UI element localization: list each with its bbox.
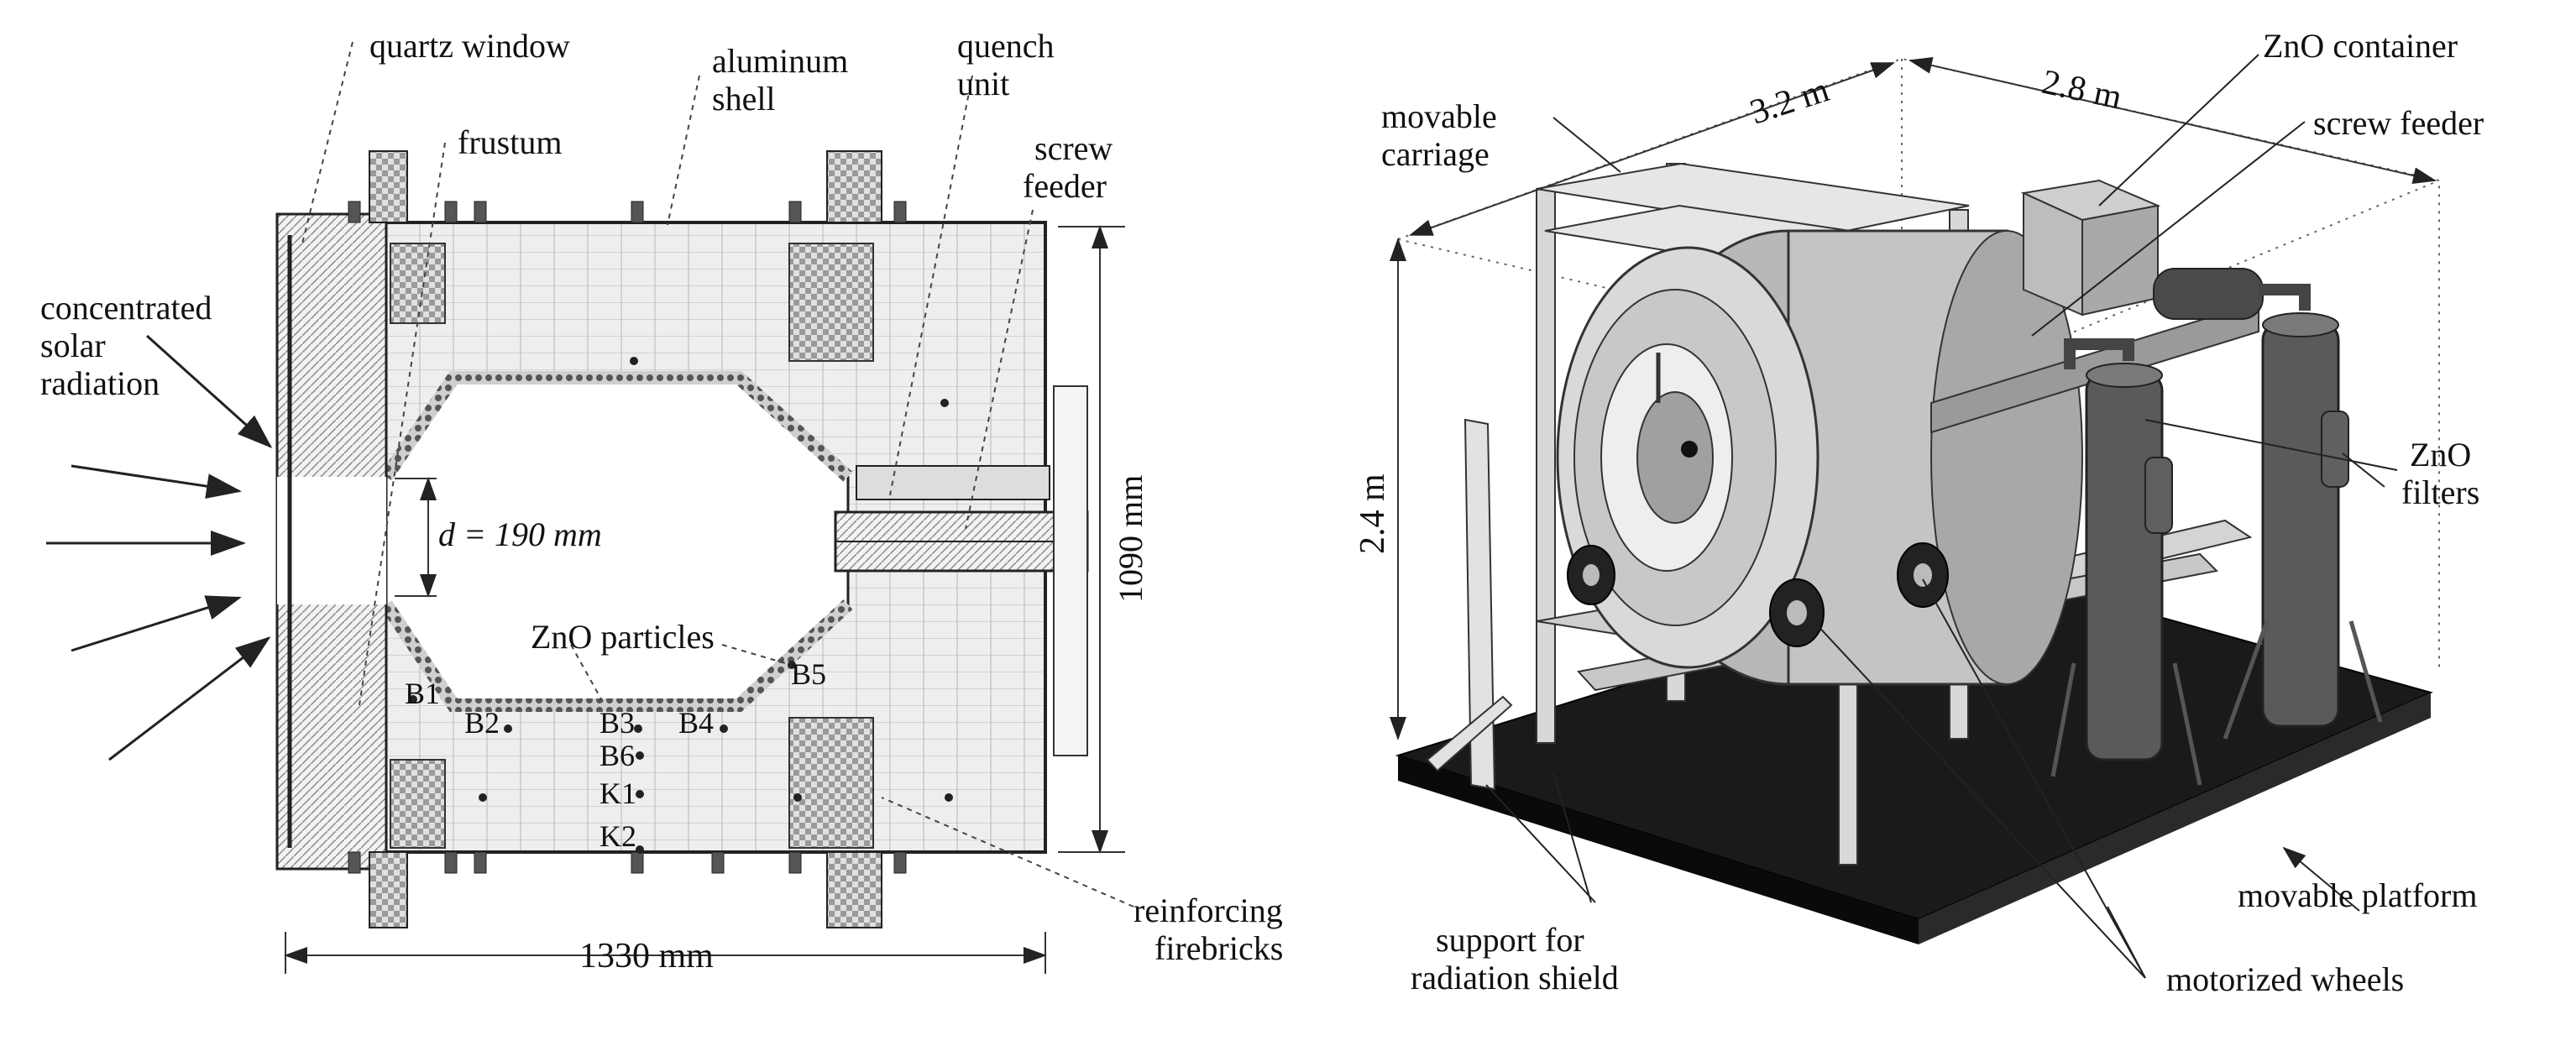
probe-B1: B1 (405, 677, 440, 710)
label-quartz-window: quartz window (369, 27, 570, 65)
radiation-shield-support (1426, 418, 1513, 791)
label-motorized-wheels: motorized wheels (2166, 960, 2404, 998)
label-aperture-diameter: d = 190 mm (438, 515, 602, 553)
label-movable-platform: movable platform (2238, 876, 2477, 914)
label-dimension-height: 2.4 m (1353, 473, 1392, 554)
probe-dots (409, 357, 953, 854)
motorized-wheels (1567, 542, 1949, 647)
firebrick-block-tr (788, 243, 874, 362)
label-frustum: frustum (458, 123, 562, 161)
firebrick-block-br (788, 717, 874, 849)
flange-top-left (369, 150, 408, 223)
platform-edge-side (1919, 693, 2431, 944)
flange-bottom-right (826, 851, 882, 928)
zno-container (2020, 179, 2161, 316)
label-feeder: feeder (1023, 167, 1107, 205)
label-support-for: support for (1436, 921, 1584, 959)
label-reinforcing: reinforcing (1134, 892, 1283, 929)
right-dimension-arrows (1390, 57, 2437, 740)
probe-B6: B6 (599, 739, 635, 772)
right-leader-lines (1485, 54, 2398, 979)
shell-bolts (348, 201, 907, 874)
label-zno-container: ZnO container (2263, 27, 2458, 65)
zno-filters (2050, 284, 2383, 786)
reactor-drum (1556, 229, 2083, 686)
probe-B2: B2 (464, 706, 500, 740)
right-labels: movable carriage 3.2 m 2.8 m 2.4 m ZnO c… (1353, 27, 2484, 998)
aperture-opening (277, 477, 386, 604)
probe-B4: B4 (678, 706, 714, 740)
probe-B5: B5 (791, 657, 826, 691)
probe-K2: K2 (599, 819, 636, 853)
flange-top-right (826, 150, 882, 223)
flange-bottom-left (369, 851, 408, 928)
quench-unit (856, 465, 1050, 500)
probe-K1: K1 (599, 777, 636, 810)
label-aluminum: aluminum (712, 42, 848, 80)
dimension-lines (284, 225, 1125, 974)
label-solar: solar (40, 327, 106, 364)
label-concentrated: concentrated (40, 289, 212, 327)
reactor-cross-section (275, 150, 1089, 928)
label-dimension-depth: 2.8 m (2039, 63, 2125, 118)
left-leader-lines (301, 41, 1134, 907)
rear-cap (1053, 385, 1088, 756)
label-width-dimension: 1330 mm (579, 937, 714, 975)
label-carriage: carriage (1381, 135, 1490, 173)
label-height-dimension: 1090 mm (1112, 475, 1149, 603)
platform-edge-front (1398, 756, 1919, 944)
reactor-assembly-3d (1395, 57, 2440, 944)
zno-particle-layer-upper (380, 371, 853, 482)
label-screw: screw (1034, 129, 1113, 167)
solar-radiation-arrows (46, 334, 273, 761)
label-zno-particles: ZnO particles (531, 618, 715, 656)
zno-particle-layer-lower (380, 599, 853, 712)
left-labels: quartz window aluminum shell quench unit… (40, 27, 1283, 975)
label-quench: quench (957, 27, 1055, 65)
firebrick-block-bl (390, 759, 446, 849)
label-shell: shell (712, 80, 776, 118)
label-filters: filters (2401, 473, 2479, 511)
probe-B3: B3 (599, 706, 635, 740)
label-radiation: radiation (40, 364, 160, 402)
label-unit: unit (957, 65, 1009, 102)
label-radiation-shield: radiation shield (1411, 959, 1619, 996)
firebrick-block-tl (390, 243, 446, 324)
label-screw-feeder: screw feeder (2313, 104, 2484, 142)
feeder-motor (2153, 268, 2264, 320)
label-zno: ZnO (2410, 436, 2471, 473)
label-dimension-length: 3.2 m (1746, 71, 1835, 132)
label-movable: movable (1381, 97, 1497, 135)
label-firebricks: firebricks (1154, 929, 1283, 967)
